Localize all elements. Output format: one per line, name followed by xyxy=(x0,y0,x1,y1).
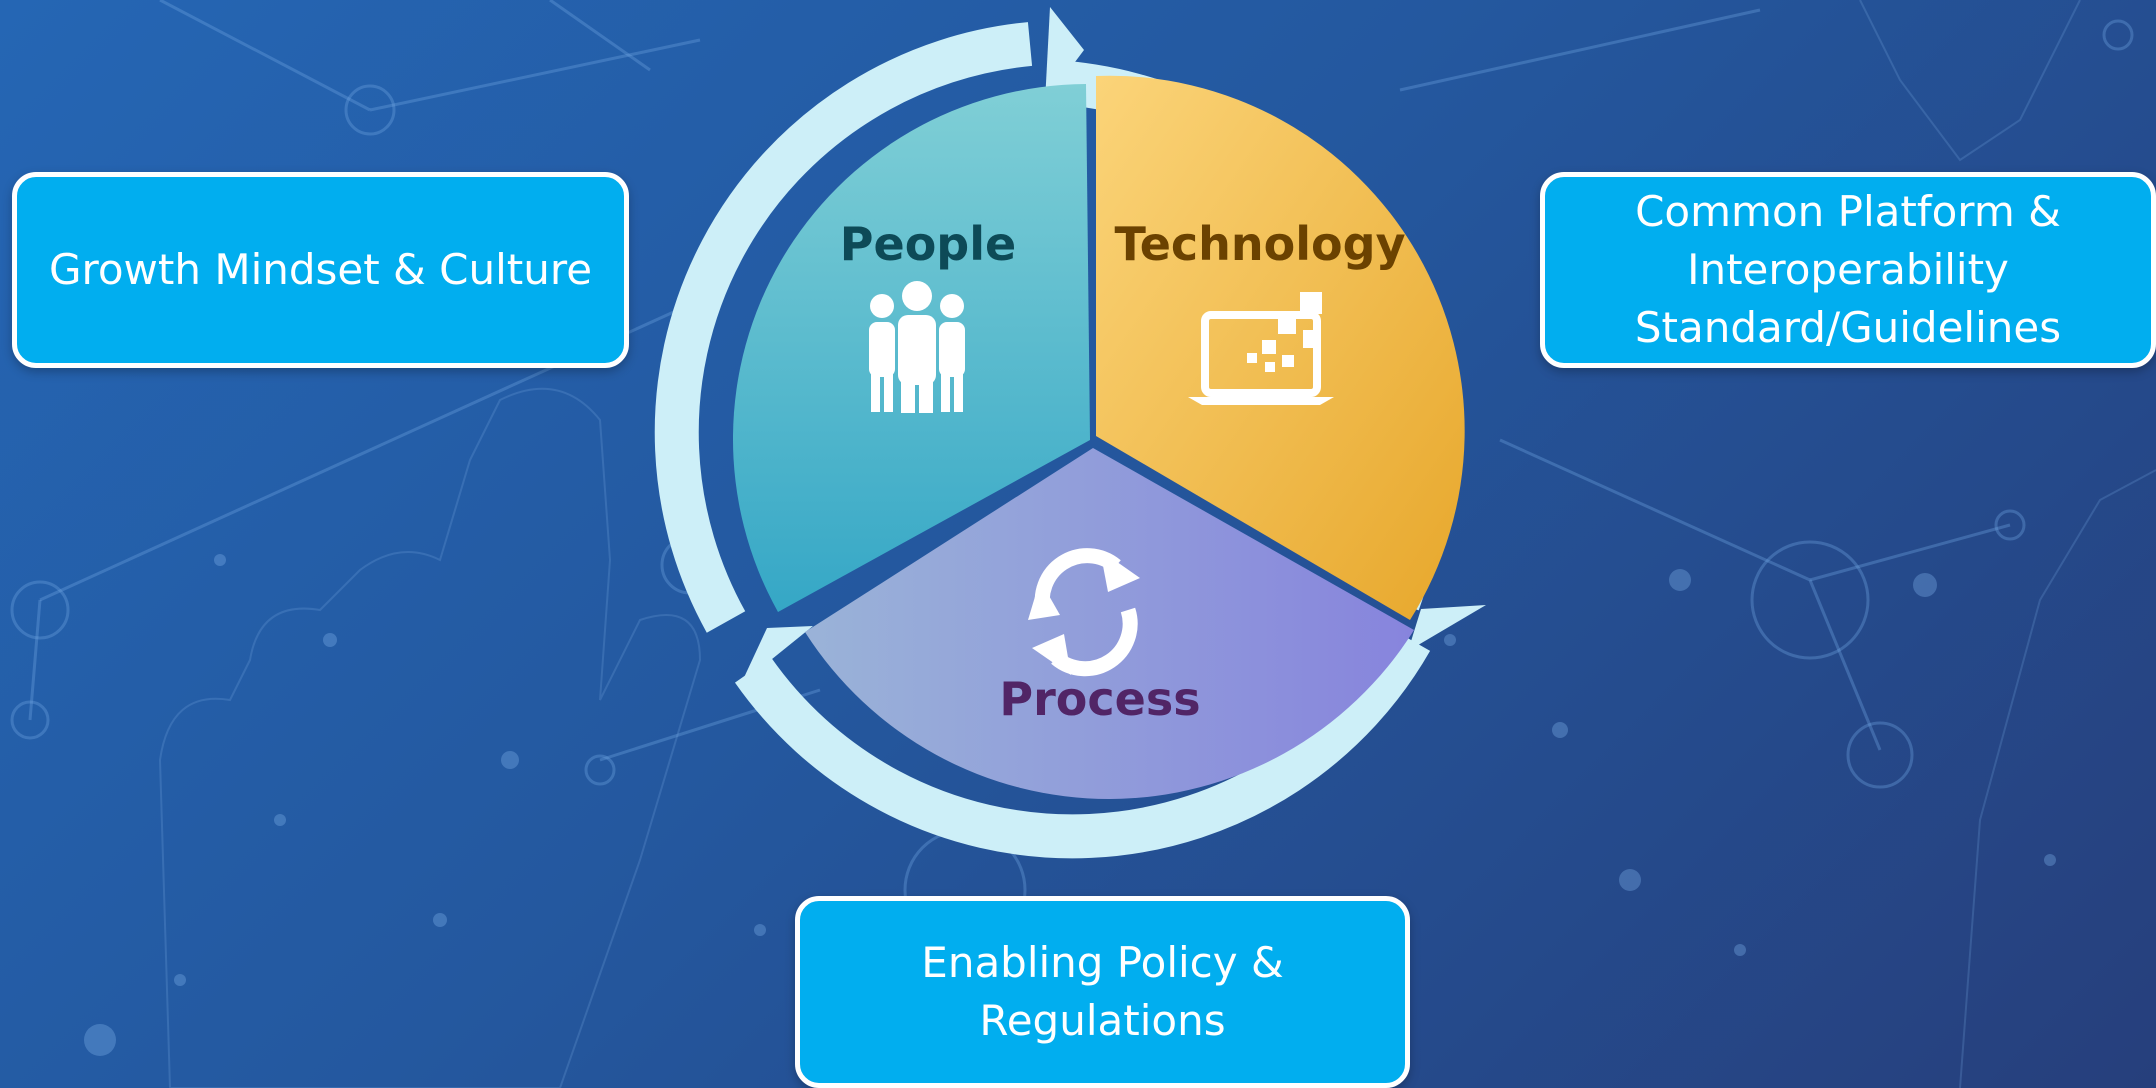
cycle-ring-arc-left xyxy=(654,22,1033,633)
ring-arrowhead-right xyxy=(1408,605,1486,651)
box-text-line: Standard/Guidelines xyxy=(1634,303,2062,352)
laptop-icon xyxy=(1188,292,1334,405)
enabling-policy-box: Enabling Policy & Regulations xyxy=(795,896,1410,1088)
segment-process xyxy=(805,448,1414,799)
refresh-arrowheads xyxy=(1028,550,1140,675)
box-text-line: Common Platform & xyxy=(1635,187,2061,236)
segment-label-process: Process xyxy=(999,672,1200,726)
cycle-ring-arc-bottom xyxy=(734,629,1431,859)
segment-technology xyxy=(1096,75,1465,621)
ring-arrowhead-left xyxy=(741,626,813,684)
box-text-line: Regulations xyxy=(979,996,1226,1045)
people-icon xyxy=(869,281,965,413)
segment-label-people: People xyxy=(840,217,1016,271)
box-text-line: Growth Mindset & Culture xyxy=(48,245,593,294)
common-platform-box: Common Platform & Interoperability Stand… xyxy=(1540,172,2156,368)
growth-mindset-box: Growth Mindset & Culture xyxy=(12,172,629,368)
segment-label-technology: Technology xyxy=(1114,217,1405,271)
box-text-line: Interoperability xyxy=(1687,245,2009,294)
box-text-line: Enabling Policy & xyxy=(921,938,1284,987)
ring-arrowhead-top xyxy=(1045,7,1084,102)
